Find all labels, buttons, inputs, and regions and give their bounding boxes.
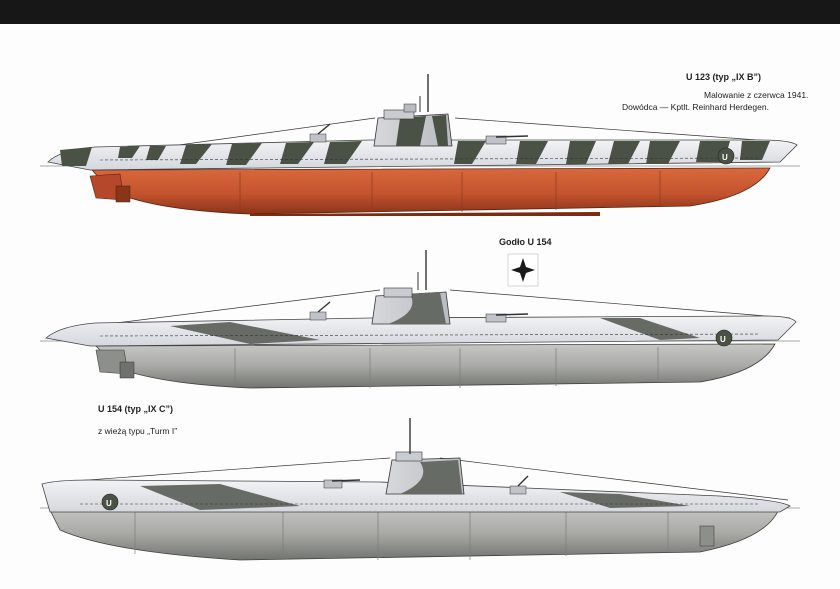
- plate-caption-line: Malowanie z czerwca 1941.: [704, 90, 809, 100]
- submarine-u154-view-2: U: [40, 418, 800, 561]
- svg-text:U: U: [106, 499, 112, 508]
- submarine-u154-view-1: U: [40, 250, 800, 389]
- deck-gun-icon: [309, 123, 529, 145]
- emblem-title: Godło U 154: [499, 237, 552, 247]
- plate-title-u123: U 123 (typ „IX B”): [686, 72, 762, 82]
- top-black-band: [0, 0, 840, 24]
- svg-text:U: U: [720, 335, 726, 344]
- submarine-u123: U: [40, 74, 800, 216]
- star-emblem-icon: [507, 253, 539, 287]
- plate-caption-line: Dowódca — Kptlt. Reinhard Herdegen.: [622, 102, 769, 112]
- periscope-icon: [419, 74, 429, 112]
- plate-caption-line: z wieżą typu „Turm I”: [98, 426, 178, 436]
- svg-text:U: U: [722, 153, 728, 162]
- plate-title-u154: U 154 (typ „IX C”): [98, 404, 174, 414]
